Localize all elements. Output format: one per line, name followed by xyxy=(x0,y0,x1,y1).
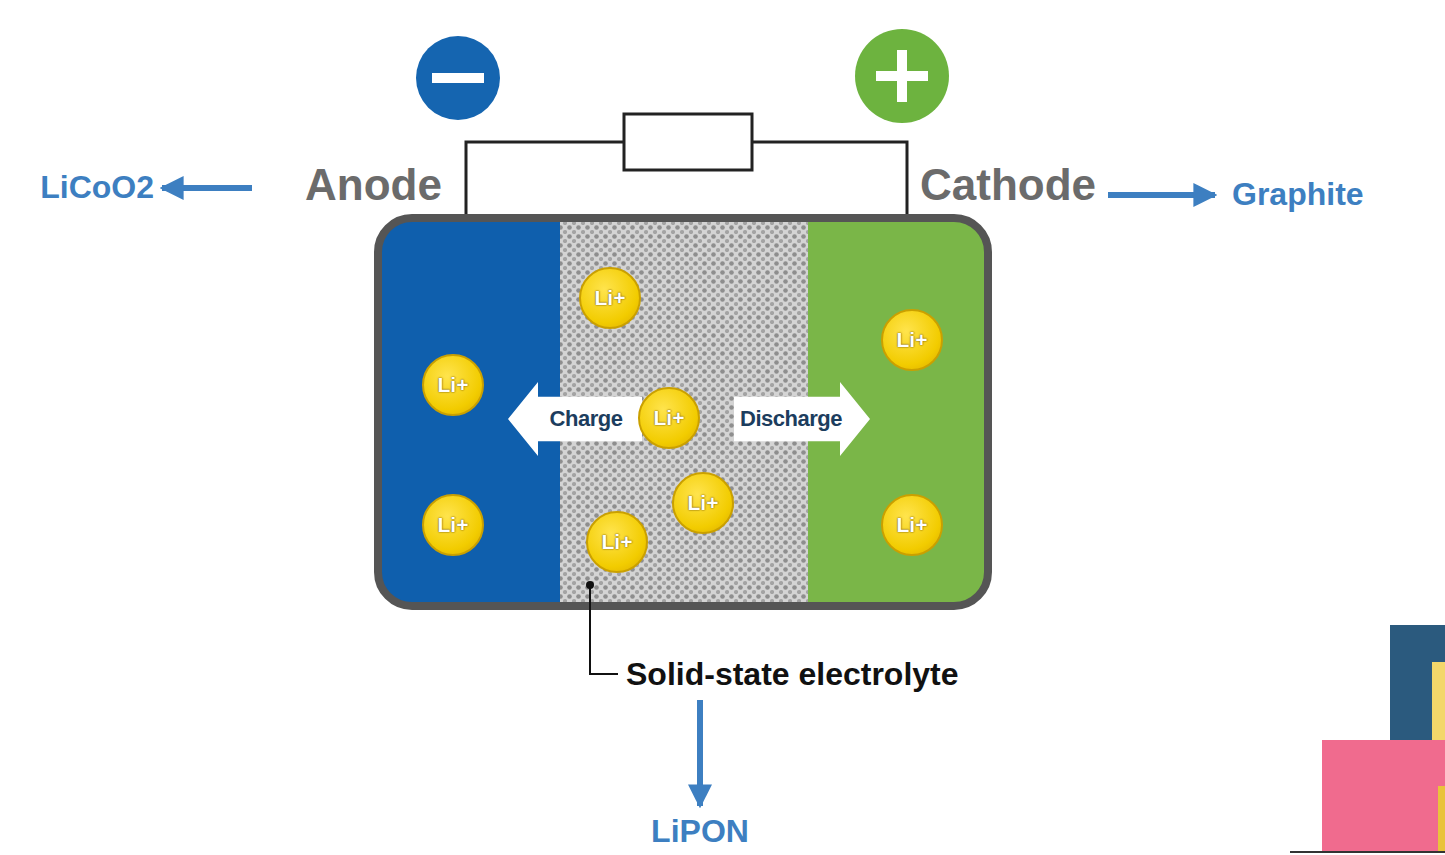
lithium-ion: Li+ xyxy=(672,472,734,534)
ion-label: Li+ xyxy=(897,513,928,537)
ion-label: Li+ xyxy=(688,491,719,515)
ion-label: Li+ xyxy=(595,286,626,310)
ion-label: Li+ xyxy=(897,328,928,352)
material-label: LiCoO2 xyxy=(40,170,154,205)
ion-label: Li+ xyxy=(602,530,633,554)
material-label: Graphite xyxy=(1232,177,1364,212)
lithium-ion: Li+ xyxy=(422,494,484,556)
electrolyte-leader xyxy=(586,581,618,674)
part-label: Solid-state electrolyte xyxy=(626,657,959,692)
ion-label: Li+ xyxy=(438,373,469,397)
lithium-ion: Li+ xyxy=(579,267,641,329)
positive-terminal xyxy=(855,29,949,123)
electrode-label: Cathode xyxy=(920,161,1096,209)
electrode-label: Anode xyxy=(305,161,442,209)
negative-terminal xyxy=(416,36,500,120)
cell-body xyxy=(380,220,986,604)
pointer-arrow xyxy=(697,700,703,806)
corner-decoration xyxy=(1290,625,1445,852)
lithium-ion: Li+ xyxy=(881,309,943,371)
direction-arrow: Discharge xyxy=(734,382,870,456)
ion-label: Li+ xyxy=(654,406,685,430)
ion-label: Li+ xyxy=(438,513,469,537)
arrow-label: Charge xyxy=(550,406,623,432)
arrow-fill xyxy=(734,382,870,456)
cell-outline xyxy=(378,218,988,606)
arrow-label: Discharge xyxy=(740,406,842,432)
pointer-arrow xyxy=(162,185,252,191)
lithium-ion: Li+ xyxy=(881,494,943,556)
lithium-ion: Li+ xyxy=(638,387,700,449)
lithium-ion: Li+ xyxy=(422,354,484,416)
lithium-ion: Li+ xyxy=(586,511,648,573)
material-label: LiPON xyxy=(651,814,749,849)
external-circuit xyxy=(466,114,907,216)
arrow-fill xyxy=(508,382,642,456)
direction-arrow: Charge xyxy=(508,382,642,456)
pointer-arrow xyxy=(1108,192,1215,198)
